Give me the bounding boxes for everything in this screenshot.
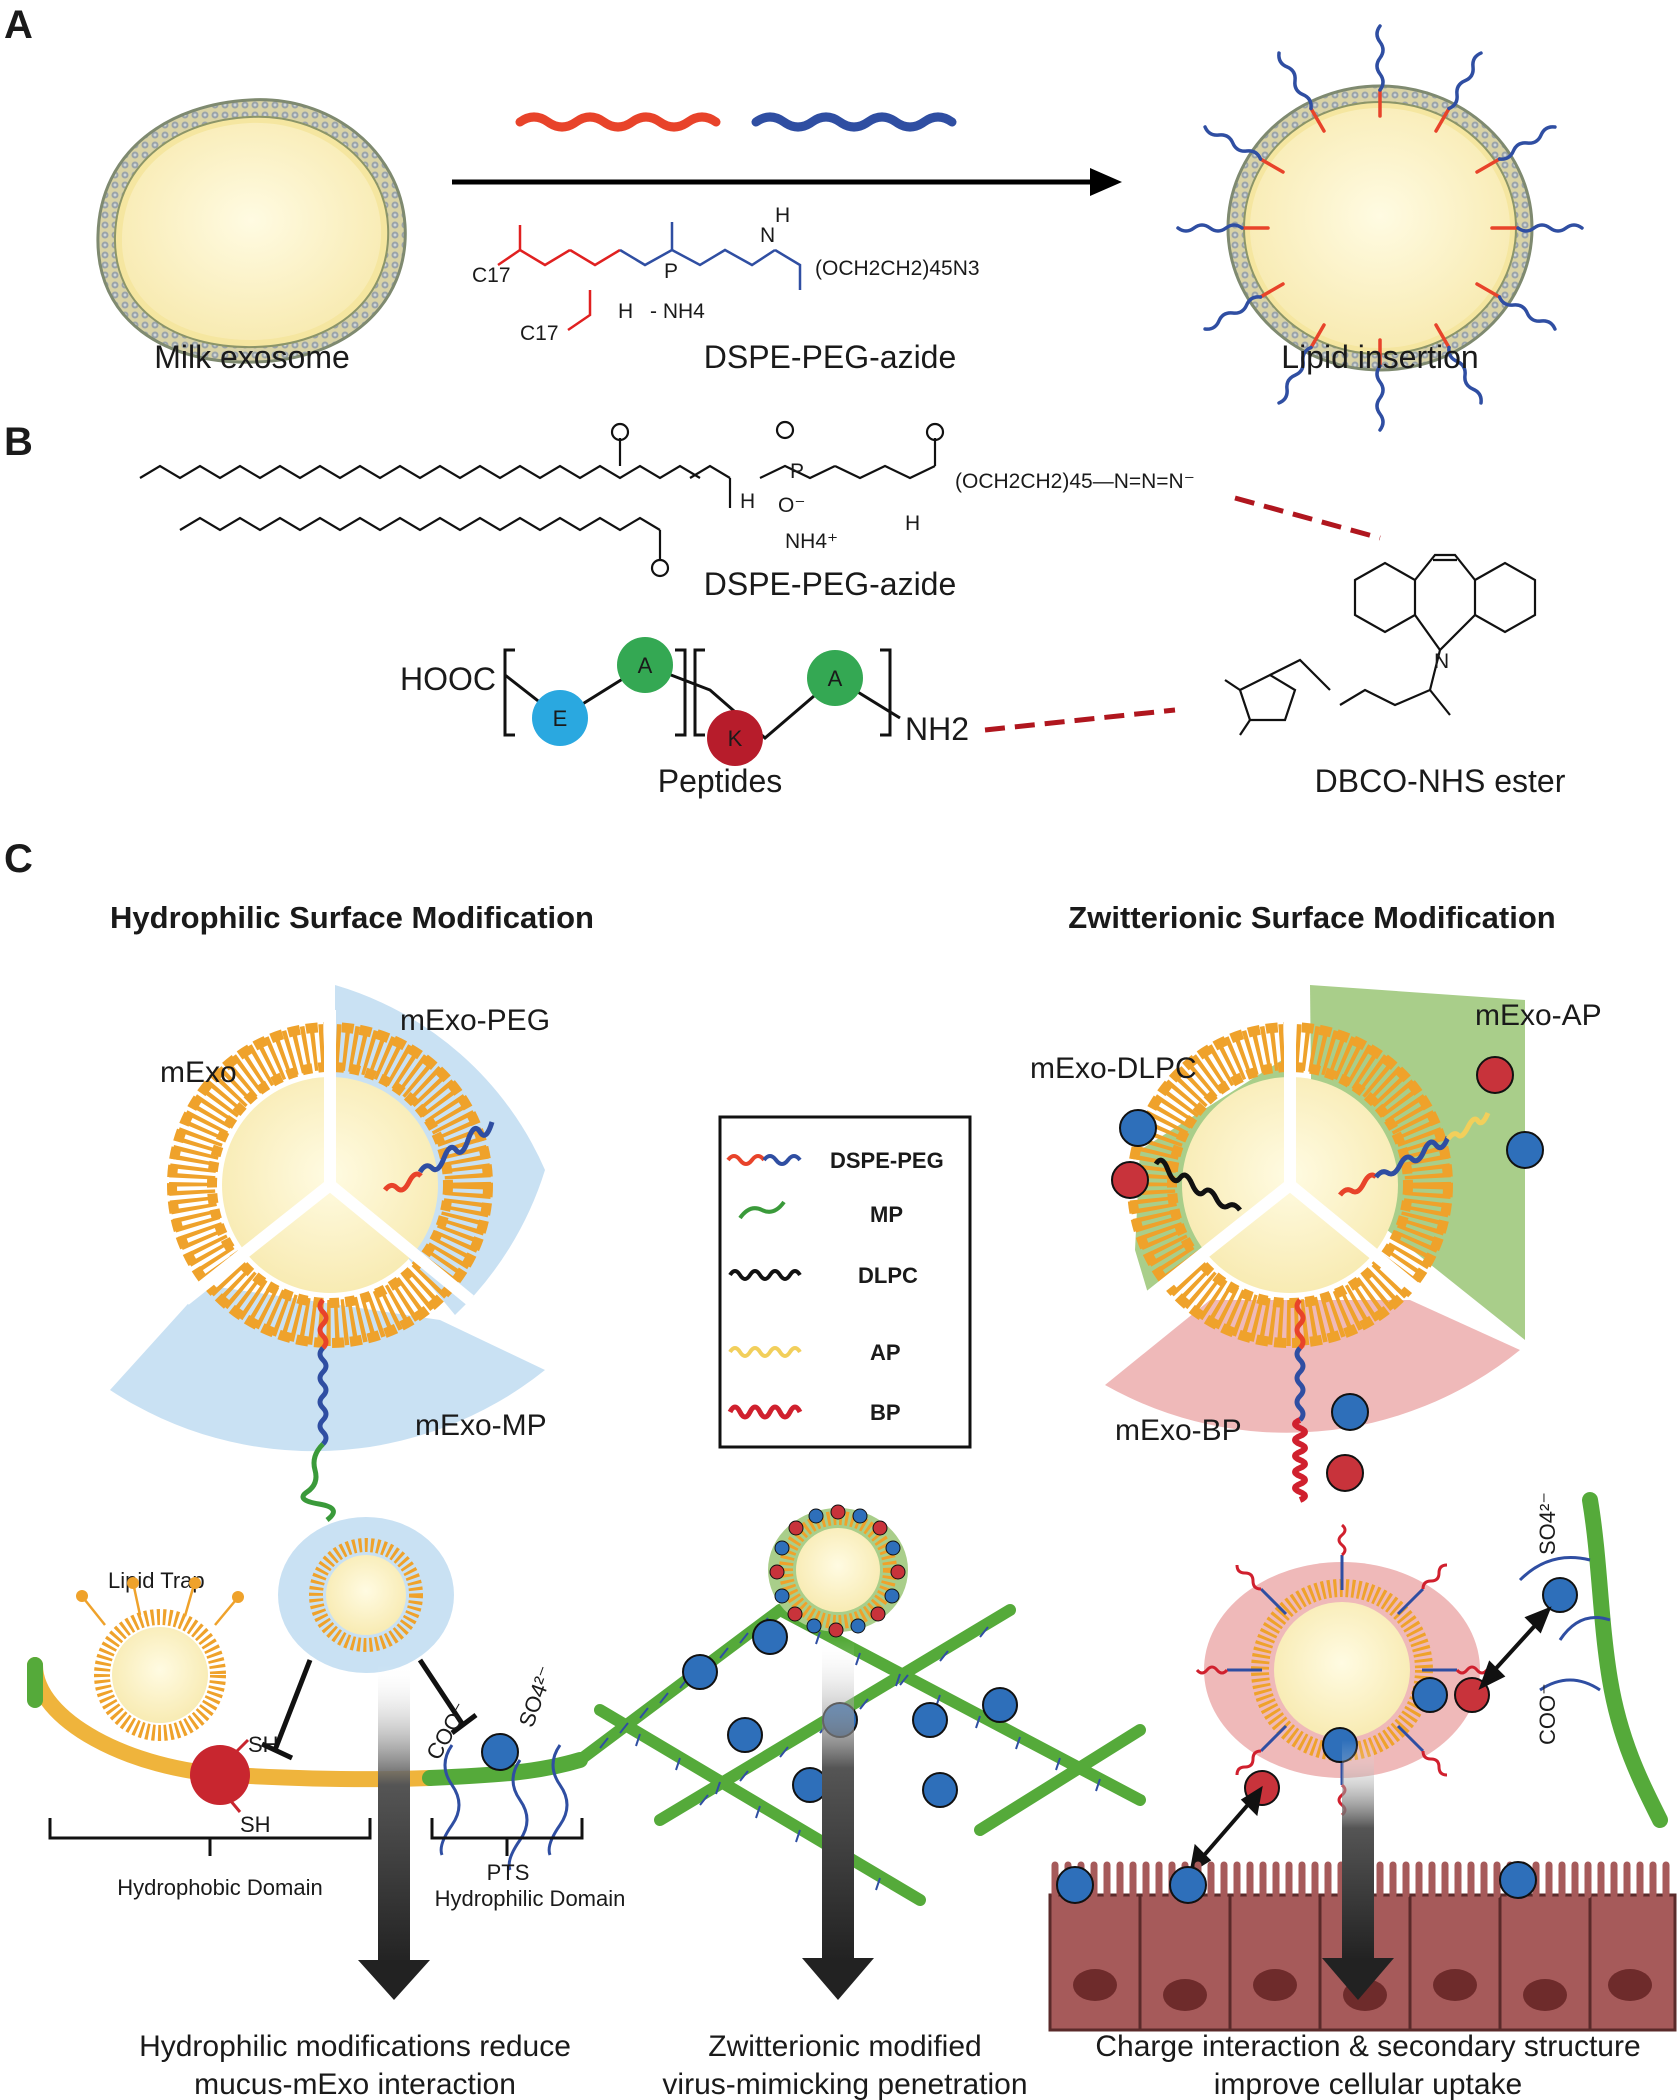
milk-exosome-label: Milk exosome [154, 339, 350, 375]
legend-bp: BP [870, 1400, 901, 1425]
lipid-trap-label: Lipid Trap [108, 1568, 205, 1593]
peg-a: (OCH2CH2)45N3 [815, 257, 980, 280]
hydrophilic-heading: Hydrophilic Surface Modification [110, 900, 594, 935]
mexo-label: mExo [160, 1056, 237, 1089]
dbco-structure [1224, 553, 1537, 736]
domain-brackets [48, 1818, 584, 1856]
caption-right-line2: improve cellular uptake [1214, 2068, 1522, 2100]
caption-left-line2: mucus-mExo interaction [194, 2068, 516, 2100]
dspe-peg-structure-b [139, 420, 945, 578]
caption-mid-line2: virus-mimicking penetration [662, 2068, 1027, 2100]
mexo-mp-label: mExo-MP [415, 1409, 547, 1442]
legend: DSPE-PEG MP DLPC AP BP [718, 1115, 972, 1449]
lipid-insertion-label: Lipid insertion [1281, 339, 1478, 375]
peptide-hooc: HOOC [400, 661, 496, 697]
so4-label-right: SO4²⁻ [1535, 1492, 1560, 1555]
mexo-peg-label: mExo-PEG [400, 1004, 550, 1037]
chiral-h: H [618, 300, 633, 323]
phosphorus-b: P [790, 460, 804, 483]
reaction-arrow [452, 168, 1122, 196]
lipid-insertion-drawing [1176, 24, 1584, 432]
right-down-arrow [1322, 1740, 1394, 2000]
amide-h-b: H [905, 512, 920, 535]
hydrophilic-chains [439, 1733, 569, 1871]
peg-azide-b: (OCH2CH2)45—N=N=N⁻ [955, 470, 1195, 493]
c17-top: C17 [472, 264, 511, 287]
dspe-peg-structure-a: C17 C17 H P - NH4 N H (OCH2CH2)45N3 [472, 204, 980, 345]
virus-mimic-vesicle [768, 1504, 908, 1638]
panel-c-letter: C [4, 837, 33, 881]
milk-exosome-drawing [96, 98, 407, 364]
lipid-trap-vesicle [76, 1577, 244, 1741]
dspe-peg-azide-label-b: DSPE-PEG-azide [704, 566, 957, 602]
peptide-structure: HOOC E A K A NH2 [400, 637, 969, 766]
zwitterionic-exosome [1105, 985, 1544, 1503]
mexo-ap-label: mExo-AP [1475, 999, 1602, 1032]
residue-k: K [728, 726, 743, 751]
caption-mid-line1: Zwitterionic modified [708, 2030, 981, 2063]
hydrophilic-domain-label: Hydrophilic Domain [435, 1886, 626, 1911]
chiral-h-b: H [740, 490, 755, 513]
caption-right-line1: Charge interaction & secondary structure [1095, 2030, 1640, 2063]
legend-dlpc: DLPC [858, 1263, 918, 1288]
sh-label-2: SH [240, 1812, 271, 1837]
zwitterionic-heading: Zwitterionic Surface Modification [1068, 900, 1555, 935]
pts-label: PTS [487, 1860, 530, 1885]
middle-down-arrow [802, 1640, 874, 2000]
residue-e: E [553, 706, 568, 731]
residue-a2: A [828, 666, 843, 691]
ammonium-b: NH4⁺ [785, 530, 838, 553]
o-minus-b: O⁻ [778, 494, 805, 517]
legend-dspe-peg: DSPE-PEG [830, 1148, 944, 1173]
mucus-fiber [27, 1657, 588, 1813]
legend-ap: AP [870, 1340, 901, 1365]
peg-vesicle-top [260, 1517, 478, 1761]
left-down-arrow [358, 1665, 430, 2000]
panel-a-letter: A [4, 3, 33, 47]
link-peptide-dbco [984, 707, 1176, 733]
residue-a1: A [638, 653, 653, 678]
peptides-label: Peptides [658, 763, 783, 799]
amide-n-a: N [760, 224, 775, 247]
mexo-bp-label: mExo-BP [1115, 1414, 1242, 1447]
caption-left-line1: Hydrophilic modifications reduce [139, 2030, 571, 2063]
peptide-nh2: NH2 [905, 711, 969, 747]
amide-h-a: H [775, 204, 790, 227]
coo-label: COO⁻ [421, 1698, 474, 1764]
mexo-dlpc-label: mExo-DLPC [1030, 1052, 1197, 1085]
dspe-peg-azide-label-a: DSPE-PEG-azide [704, 339, 957, 375]
ammonium-a: - NH4 [650, 300, 705, 323]
dbco-nhs-label: DBCO-NHS ester [1315, 763, 1566, 799]
coo-label-right: COO⁻ [1535, 1683, 1560, 1745]
interaction-arrows [1189, 1606, 1552, 1875]
link-azide-dbco [1234, 495, 1381, 541]
hydrophilic-exosome [110, 985, 545, 1522]
right-mucin-strand [1518, 1492, 1668, 1828]
dspe-peg-schematic [515, 112, 957, 132]
phosphorus-a: P [664, 260, 678, 283]
dbco-n: N [1434, 650, 1449, 673]
c17-bottom: C17 [520, 322, 559, 345]
panel-b-letter: B [4, 420, 33, 464]
so4-label: SO4²⁻ [514, 1663, 559, 1731]
legend-mp: MP [870, 1202, 903, 1227]
hydrophobic-domain-label: Hydrophobic Domain [117, 1875, 322, 1900]
